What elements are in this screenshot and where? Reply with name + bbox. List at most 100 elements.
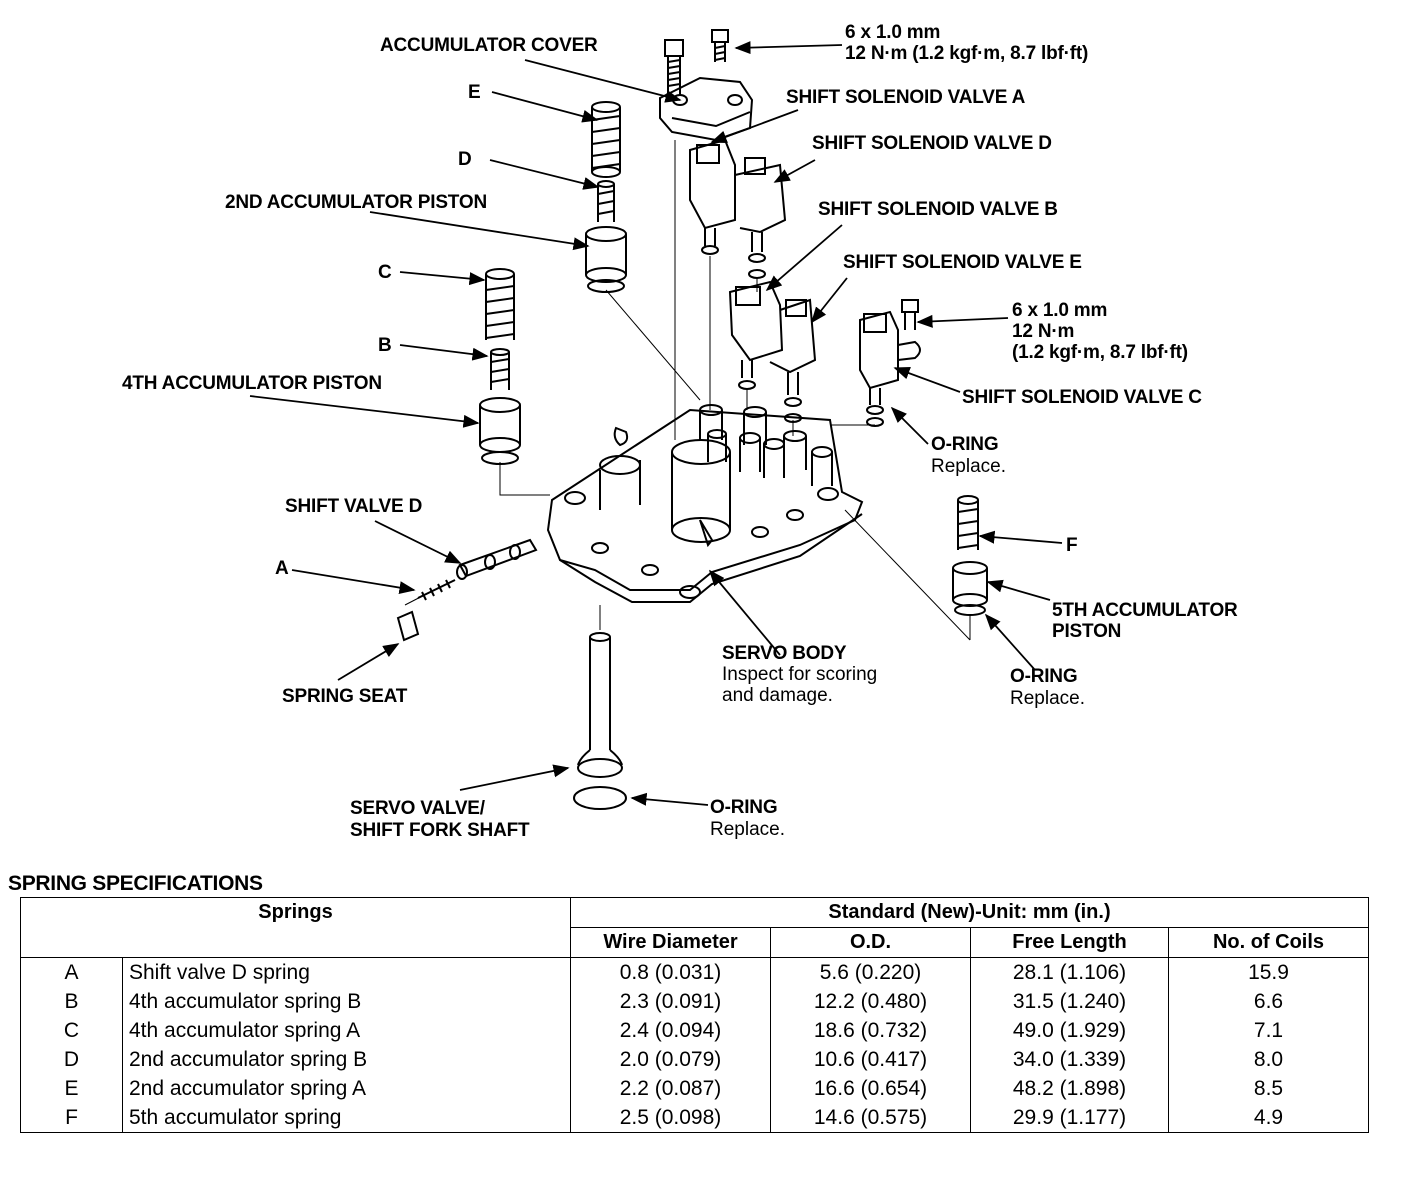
label-servo-body: SERVO BODY bbox=[722, 643, 847, 664]
note-o-ring-servo: Replace. bbox=[710, 819, 785, 840]
free-length: 49.0 (1.929) bbox=[970, 1016, 1169, 1045]
label-servo-valve-2: SHIFT FORK SHAFT bbox=[350, 820, 530, 841]
label-o-ring-solenoid: O-RING bbox=[931, 434, 999, 455]
solenoid-valve-c-drawing bbox=[859, 299, 921, 427]
label-o-ring-5th: O-RING bbox=[1010, 666, 1078, 687]
label-accumulator-cover: ACCUMULATOR COVER bbox=[380, 35, 598, 56]
free-length: 48.2 (1.898) bbox=[970, 1074, 1169, 1103]
number-of-coils: 6.6 bbox=[1168, 987, 1369, 1016]
spring-d-drawing bbox=[597, 180, 615, 222]
spring-name: 4th accumulator spring B bbox=[129, 990, 362, 1013]
solenoid-valves-a-d-drawing bbox=[689, 138, 787, 279]
standard-header: Standard (New)-Unit: mm (in.) bbox=[570, 897, 1369, 928]
free-length: 34.0 (1.339) bbox=[970, 1045, 1169, 1074]
spring-key: E bbox=[20, 1074, 123, 1103]
label-5th-accumulator-piston-2: PISTON bbox=[1052, 621, 1122, 642]
number-of-coils: 8.5 bbox=[1168, 1074, 1369, 1103]
spring-c-drawing bbox=[485, 268, 515, 340]
wire-diameter: 0.8 (0.031) bbox=[570, 957, 771, 987]
alignment-lines bbox=[404, 140, 971, 641]
bolt-drawing bbox=[711, 29, 729, 62]
wire-diameter: 2.3 (0.091) bbox=[570, 987, 771, 1016]
note-o-ring-5th: Replace. bbox=[1010, 688, 1085, 709]
table-row: D 2nd accumulator spring B 2.0 (0.079) 1… bbox=[20, 1045, 1369, 1074]
label-bolt-right-size: 6 x 1.0 mm bbox=[1012, 300, 1108, 321]
springs-header: Springs bbox=[20, 897, 571, 958]
spring-e-drawing bbox=[591, 101, 621, 178]
column-header-free-length: Free Length bbox=[970, 927, 1169, 958]
free-length: 28.1 (1.106) bbox=[970, 957, 1169, 987]
label-spring-d: D bbox=[458, 149, 472, 170]
bolt-drawing bbox=[664, 39, 684, 95]
table-row: F 5th accumulator spring 2.5 (0.098) 14.… bbox=[20, 1103, 1369, 1133]
label-spring-a: A bbox=[275, 558, 289, 579]
number-of-coils: 4.9 bbox=[1168, 1103, 1369, 1133]
note-servo-body-2: and damage. bbox=[722, 685, 833, 706]
spring-specifications-title: SPRING SPECIFICATIONS bbox=[8, 872, 263, 895]
spring-seat-drawing bbox=[396, 610, 420, 642]
spring-name: 5th accumulator spring bbox=[122, 1103, 571, 1133]
free-length: 31.5 (1.240) bbox=[970, 987, 1169, 1016]
label-shift-solenoid-valve-c: SHIFT SOLENOID VALVE C bbox=[962, 387, 1202, 408]
label-shift-valve-d: SHIFT VALVE D bbox=[285, 496, 423, 517]
label-bolt-right-torque-1: 12 N·m bbox=[1012, 321, 1075, 342]
label-shift-solenoid-valve-b: SHIFT SOLENOID VALVE B bbox=[818, 199, 1058, 220]
exploded-parts-diagram bbox=[249, 29, 1063, 810]
outer-diameter: 12.2 (0.480) bbox=[770, 987, 971, 1016]
spring-b-drawing bbox=[490, 348, 510, 390]
spring-name: Shift valve D spring bbox=[129, 961, 310, 984]
label-4th-accumulator-piston: 4TH ACCUMULATOR PISTON bbox=[122, 373, 382, 394]
label-servo-valve-1: SERVO VALVE/ bbox=[350, 798, 485, 819]
4th-accumulator-piston-drawing bbox=[479, 397, 521, 465]
label-shift-solenoid-valve-d: SHIFT SOLENOID VALVE D bbox=[812, 133, 1052, 154]
wire-diameter: 2.5 (0.098) bbox=[570, 1103, 771, 1133]
spring-key: B bbox=[20, 987, 123, 1016]
label-shift-solenoid-valve-a: SHIFT SOLENOID VALVE A bbox=[786, 87, 1026, 108]
table-row: E 2nd accumulator spring A 2.2 (0.087) 1… bbox=[20, 1074, 1369, 1103]
table-row: C 4th accumulator spring A 2.4 (0.094) 1… bbox=[20, 1016, 1369, 1045]
note-servo-body-1: Inspect for scoring bbox=[722, 664, 878, 685]
spring-key: F bbox=[20, 1103, 123, 1133]
outer-diameter: 10.6 (0.417) bbox=[770, 1045, 971, 1074]
wire-diameter: 2.0 (0.079) bbox=[570, 1045, 771, 1074]
solenoid-valves-b-e-drawing bbox=[728, 280, 817, 423]
spring-specifications-table: Springs Standard (New)-Unit: mm (in.) Wi… bbox=[20, 897, 1369, 1133]
note-o-ring-solenoid: Replace. bbox=[931, 456, 1006, 477]
table-row: B 4th accumulator spring B 2.3 (0.091) 1… bbox=[20, 987, 1369, 1016]
outer-diameter: 14.6 (0.575) bbox=[770, 1103, 971, 1133]
spring-key: A bbox=[20, 957, 123, 987]
table-subheader-row: Wire Diameter O.D. Free Length No. of Co… bbox=[21, 927, 1369, 958]
column-header-wire-diameter: Wire Diameter bbox=[570, 927, 771, 958]
number-of-coils: 7.1 bbox=[1168, 1016, 1369, 1045]
5th-accumulator-piston-drawing bbox=[952, 561, 988, 616]
number-of-coils: 15.9 bbox=[1168, 957, 1369, 987]
wire-diameter: 2.4 (0.094) bbox=[570, 1016, 771, 1045]
spring-key: D bbox=[20, 1045, 123, 1074]
spring-name: 2nd accumulator spring A bbox=[129, 1077, 366, 1100]
outer-diameter: 5.6 (0.220) bbox=[770, 957, 971, 987]
2nd-accumulator-piston-drawing bbox=[585, 226, 627, 293]
label-bolt-top-size: 6 x 1.0 mm bbox=[845, 22, 941, 43]
column-header-no-of-coils: No. of Coils bbox=[1168, 927, 1369, 958]
label-spring-seat: SPRING SEAT bbox=[282, 686, 408, 707]
spring-name: 2nd accumulator spring B bbox=[129, 1048, 368, 1071]
label-2nd-accumulator-piston: 2ND ACCUMULATOR PISTON bbox=[225, 192, 487, 213]
table-header-row: Springs Standard (New)-Unit: mm (in.) bbox=[20, 897, 1369, 958]
label-5th-accumulator-piston-1: 5TH ACCUMULATOR bbox=[1052, 600, 1238, 621]
servo-body-drawing bbox=[546, 404, 864, 603]
label-bolt-right-torque-2: (1.2 kgf·m, 8.7 lbf·ft) bbox=[1012, 342, 1188, 363]
number-of-coils: 8.0 bbox=[1168, 1045, 1369, 1074]
outer-diameter: 18.6 (0.732) bbox=[770, 1016, 971, 1045]
servo-valve-drawing bbox=[573, 632, 627, 810]
spring-a-drawing bbox=[417, 579, 456, 601]
valve-sockets bbox=[699, 404, 833, 486]
label-spring-b: B bbox=[378, 335, 392, 356]
spring-f-drawing bbox=[957, 495, 979, 550]
spring-key: C bbox=[20, 1016, 123, 1045]
label-bolt-top-torque: 12 N·m (1.2 kgf·m, 8.7 lbf·ft) bbox=[845, 43, 1089, 64]
label-spring-f: F bbox=[1066, 535, 1078, 556]
leader-arrows bbox=[249, 41, 1063, 806]
free-length: 29.9 (1.177) bbox=[970, 1103, 1169, 1133]
table-row: A Shift valve D spring 0.8 (0.031) 5.6 (… bbox=[20, 957, 1369, 987]
label-spring-c: C bbox=[378, 262, 392, 283]
